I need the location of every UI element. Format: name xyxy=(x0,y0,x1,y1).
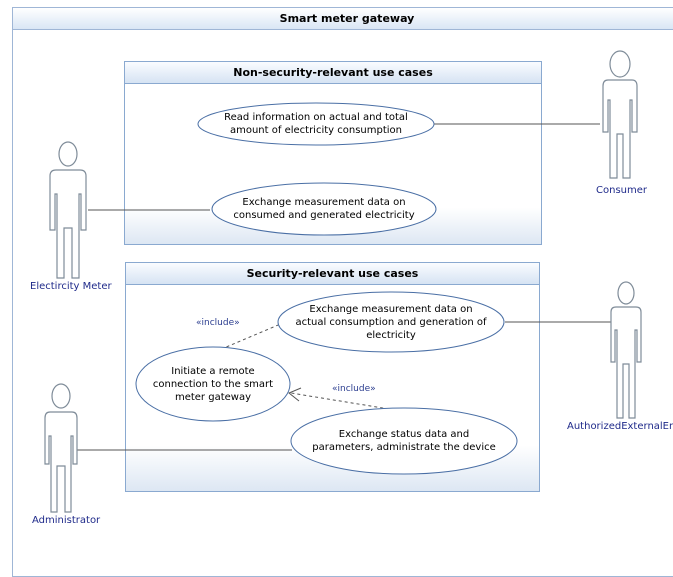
usecase-exchange-status: Exchange status data and parameters, adm… xyxy=(291,408,517,474)
actor-authorized-external-label: AuthorizedExternalEntity xyxy=(567,421,673,432)
actor-electricity-meter-figure xyxy=(49,141,87,279)
usecase-exchange-consumed-shape xyxy=(211,182,437,236)
usecase-exchange-status-shape xyxy=(290,407,518,475)
include-arrowhead-2 xyxy=(288,387,302,402)
usecase-initiate-remote: Initiate a remote connection to the smar… xyxy=(136,347,290,421)
non-security-package: Non-security-relevant use cases xyxy=(124,61,542,245)
actor-consumer-label: Consumer xyxy=(596,185,647,196)
usecase-exchange-consumed-line2: consumed and generated electricity xyxy=(233,210,415,221)
usecase-initiate-remote-line1: Initiate a remote xyxy=(171,365,255,377)
actor-administrator-label: Administrator xyxy=(32,515,101,526)
usecase-initiate-remote-line2: connection to the smart xyxy=(152,378,274,390)
non-security-package-title: Non-security-relevant use cases xyxy=(125,62,541,84)
usecase-read-info-line2: amount of electricity consumption xyxy=(229,125,402,136)
usecase-exchange-actual-line3: electricity xyxy=(366,329,416,341)
include-label-1: «include» xyxy=(196,318,240,328)
usecase-exchange-actual-shape xyxy=(277,291,505,353)
actor-consumer-figure xyxy=(602,50,638,179)
usecase-exchange-actual: Exchange measurement data on actual cons… xyxy=(278,292,504,352)
usecase-initiate-remote-shape xyxy=(135,346,291,422)
security-package-title: Security-relevant use cases xyxy=(126,263,539,285)
usecase-read-info-shape xyxy=(197,102,435,146)
actor-authorized-external-figure xyxy=(610,281,642,419)
include-label-2: «include» xyxy=(332,384,376,394)
usecase-exchange-consumed-line1: Exchange measurement data on xyxy=(242,197,406,208)
usecase-initiate-remote-line3: meter gateway xyxy=(174,391,251,403)
usecase-exchange-status-line2: parameters, administrate the device xyxy=(312,442,496,453)
usecase-read-info-line1: Read information on actual and total xyxy=(224,112,408,123)
usecase-exchange-actual-line2: actual consumption and generation of xyxy=(295,316,487,328)
usecase-exchange-consumed: Exchange measurement data on consumed an… xyxy=(212,183,436,235)
usecase-exchange-actual-line1: Exchange measurement data on xyxy=(309,303,473,315)
actor-administrator-figure xyxy=(44,383,78,513)
usecase-exchange-status-line1: Exchange status data and xyxy=(338,429,470,440)
usecase-read-info: Read information on actual and total amo… xyxy=(198,103,434,145)
system-title: Smart meter gateway xyxy=(13,8,673,30)
actor-electricity-meter-label: Electircity Meter xyxy=(30,281,112,292)
